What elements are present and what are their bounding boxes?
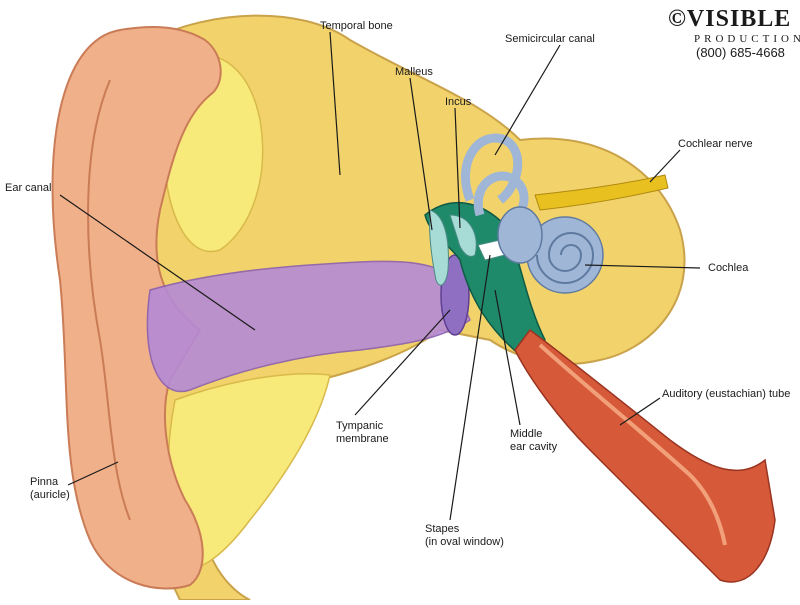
leader-semicircular-canal: [494, 44, 561, 156]
tympanic-membrane: [440, 254, 470, 336]
ear-canal: [146, 260, 471, 393]
label-temporal-bone: Temporal bone: [320, 20, 393, 32]
label-tympanic-membrane: Tympanic membrane: [336, 420, 389, 446]
label-auditory-tube: Auditory (eustachian) tube: [662, 388, 791, 400]
brand-subtitle: PRODUCTIONS: [694, 33, 800, 45]
auditory-tube: [514, 328, 776, 583]
label-stapes-line2: (in oval window): [425, 536, 504, 548]
brand-phone: (800) 685-4668: [696, 45, 785, 60]
leader-malleus: [409, 77, 433, 231]
pinna-fold: [87, 79, 131, 521]
leader-incus: [454, 107, 461, 229]
brand-logo: ©VISIBLE PRODUCTIONS (800) 685-4668: [668, 6, 800, 60]
incus: [449, 214, 477, 257]
leader-cochlear-nerve: [649, 149, 681, 183]
label-middle-ear-cavity: Middle ear cavity: [510, 428, 557, 454]
label-stapes-line1: Stapes: [425, 523, 460, 535]
brand-name: ©VISIBLE: [668, 6, 792, 32]
label-tympanic-line2: membrane: [336, 433, 389, 445]
label-middle-ear-line2: ear cavity: [510, 441, 558, 453]
label-pinna-line2: (auricle): [30, 489, 70, 501]
leader-lines: [59, 31, 701, 521]
label-malleus: Malleus: [395, 66, 433, 78]
pinna: [51, 26, 222, 590]
middle-ear-cavity: [424, 201, 546, 356]
leader-ear-canal: [59, 194, 256, 331]
label-pinna-line1: Pinna: [30, 476, 59, 488]
leader-cochlea: [584, 264, 701, 269]
leader-temporal-bone: [329, 31, 341, 176]
malleus: [428, 209, 449, 286]
label-pinna: Pinna (auricle): [30, 476, 70, 502]
label-incus: Incus: [445, 96, 472, 108]
cochlear-nerve: [534, 174, 669, 211]
label-middle-ear-line1: Middle: [510, 428, 543, 440]
leader-middle-ear-cavity: [494, 289, 521, 426]
leader-auditory-tube: [619, 397, 661, 426]
label-cochlea: Cochlea: [708, 262, 749, 274]
label-stapes: Stapes (in oval window): [425, 523, 504, 549]
leader-pinna: [67, 461, 119, 486]
label-cochlear-nerve: Cochlear nerve: [678, 138, 753, 150]
leader-stapes: [449, 254, 491, 521]
label-tympanic-line1: Tympanic: [336, 420, 384, 432]
label-ear-canal: Ear canal: [5, 182, 52, 194]
label-semicircular-canal: Semicircular canal: [505, 33, 595, 45]
vestibule: [497, 206, 543, 264]
auditory-tube-lumen: [538, 343, 727, 546]
leader-tympanic-membrane: [354, 309, 451, 416]
